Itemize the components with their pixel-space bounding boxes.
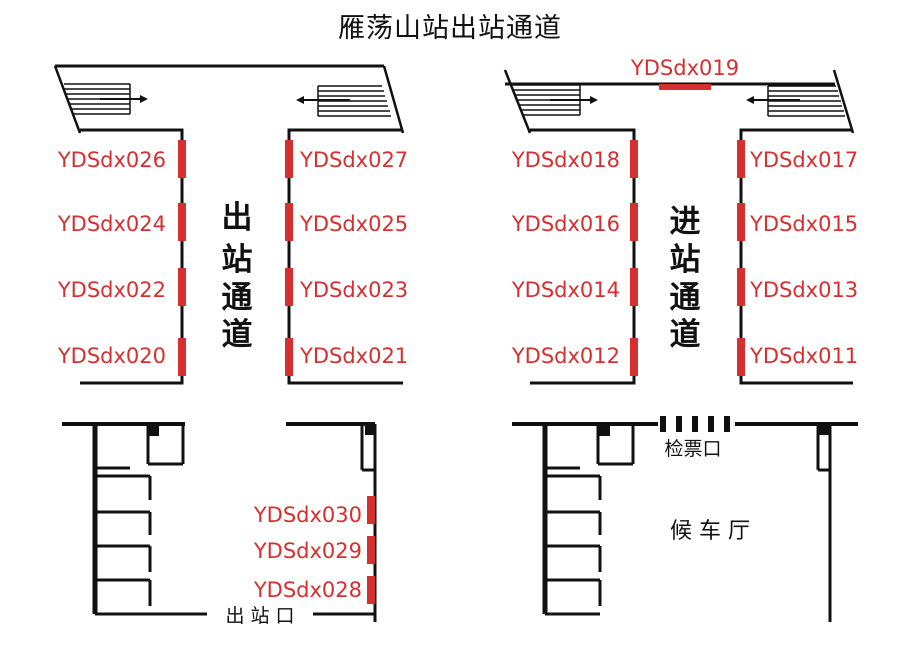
ticket-gates: [660, 416, 730, 432]
waiting-hall-label: 候 车 厅: [670, 519, 750, 544]
passage-label-char: 道: [222, 317, 253, 353]
sign-marker: [178, 338, 186, 376]
stair-steps-right: [296, 85, 391, 117]
sign-marker: [659, 84, 711, 90]
sign-marker: [178, 203, 186, 241]
right-passage-walls: [530, 128, 853, 385]
sign-code: YDSdx011: [749, 344, 858, 368]
sign-code: YDSdx023: [299, 278, 408, 302]
sign-marker: [178, 140, 186, 178]
sign-marker: [178, 268, 186, 306]
exit-passage-label: 出 站 通 道: [222, 200, 253, 353]
sign-code: YDSdx025: [299, 212, 408, 236]
entry-passage-label: 进 站 通 道: [670, 204, 701, 353]
arrow-left-icon: [296, 96, 304, 104]
sign-code: YDSdx026: [57, 148, 166, 172]
stair-steps-left: [64, 83, 148, 115]
sign-code: YDSdx022: [57, 278, 166, 302]
arrow-left-icon: [746, 96, 754, 104]
sign-marker: [285, 268, 293, 306]
right-passage-codes: YDSdx018 YDSdx016 YDSdx014 YDSdx012 YDSd…: [511, 148, 858, 368]
ticket-gate-label: 检票口: [664, 438, 721, 460]
sign-marker: [630, 268, 638, 306]
sign-code: YDSdx017: [749, 148, 858, 172]
exit-area-markers: [367, 496, 375, 604]
arrow-right-icon: [140, 95, 148, 103]
sign-code: YDSdx016: [511, 212, 620, 236]
sign-code: YDSdx029: [253, 539, 362, 563]
passage-label-char: 进: [670, 204, 701, 240]
passage-label-char: 站: [670, 242, 701, 278]
sign-code: YDSdx015: [749, 212, 858, 236]
sign-code: YDSdx019: [630, 56, 739, 80]
passage-label-char: 通: [222, 280, 253, 316]
gate-post: [660, 416, 666, 432]
exit-gate-label: 出 站 口: [225, 605, 294, 627]
stair-steps-right: [746, 85, 845, 117]
entry-area-walls: [512, 422, 858, 622]
sign-marker: [285, 203, 293, 241]
passage-label-char: 出: [222, 200, 253, 236]
sign-code: YDSdx020: [57, 344, 166, 368]
sign-marker: [737, 203, 745, 241]
sign-marker: [630, 140, 638, 178]
sign-marker: [367, 576, 375, 604]
page-title: 雁荡山站出站通道: [338, 13, 562, 44]
sign-code: YDSdx013: [749, 278, 858, 302]
passage-label-char: 道: [670, 317, 701, 353]
left-passage-walls: [80, 128, 403, 385]
sign-marker: [737, 268, 745, 306]
sign-marker: [367, 496, 375, 524]
passage-label-char: 站: [222, 242, 253, 278]
passage-label-char: 通: [670, 280, 701, 316]
sign-code: YDSdx028: [253, 578, 362, 602]
left-passage-codes: YDSdx026 YDSdx024 YDSdx022 YDSdx020 YDSd…: [57, 148, 408, 368]
sign-code: YDSdx027: [299, 148, 408, 172]
left-staircase: [53, 64, 405, 134]
sign-code: YDSdx014: [511, 278, 620, 302]
stair-steps-left: [513, 84, 598, 116]
sign-marker: [737, 140, 745, 178]
gate-post: [724, 416, 730, 432]
sign-code: YDSdx012: [511, 344, 620, 368]
sign-marker: [367, 536, 375, 564]
arrow-right-icon: [590, 96, 598, 104]
left-passage-markers: [178, 140, 293, 376]
sign-code: YDSdx030: [253, 503, 362, 527]
sign-marker: [737, 338, 745, 376]
gate-post: [676, 416, 682, 432]
sign-code: YDSdx024: [57, 212, 166, 236]
sign-marker: [630, 203, 638, 241]
gate-post: [708, 416, 714, 432]
sign-marker: [285, 140, 293, 178]
sign-code: YDSdx018: [511, 148, 620, 172]
sign-marker: [285, 338, 293, 376]
gate-post: [692, 416, 698, 432]
sign-code: YDSdx021: [299, 344, 408, 368]
sign-marker: [630, 338, 638, 376]
right-passage-markers: [630, 140, 745, 376]
